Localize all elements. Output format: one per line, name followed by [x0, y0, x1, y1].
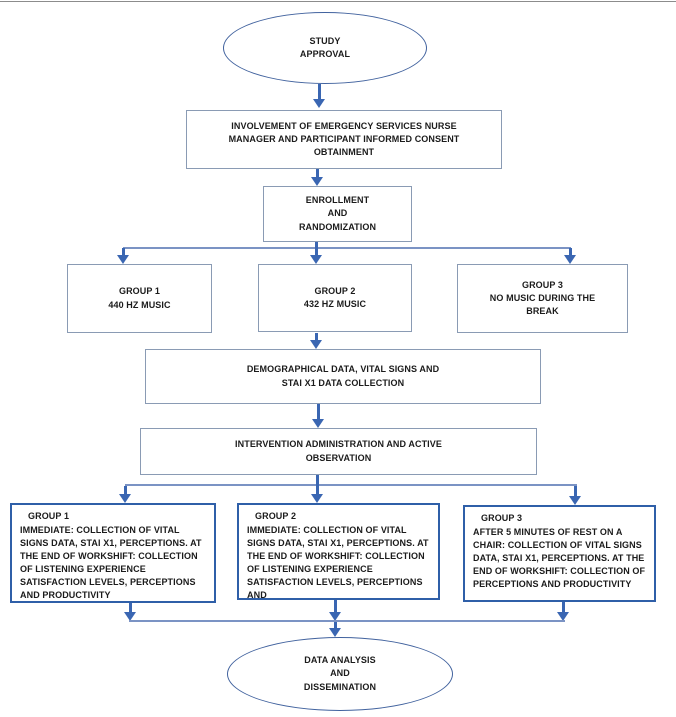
group2-outcomes-title: GROUP 2 [255, 511, 297, 521]
group2-outcomes-body: IMMEDIATE: COLLECTION OF VITAL SIGNS DAT… [247, 525, 429, 600]
arrow-collector-analysis-head [329, 628, 341, 637]
data-collection-box: DEMOGRAPHICAL DATA, VITAL SIGNS AND STAI… [145, 349, 541, 404]
branch-line-bottom [125, 484, 577, 486]
group3-outcomes-body: AFTER 5 MINUTES OF REST ON A CHAIR: COLL… [473, 527, 646, 589]
intervention-box: INTERVENTION ADMINISTRATION AND ACTIVE O… [140, 428, 537, 475]
arrow-intervention-group2out-stem [316, 475, 319, 495]
branch-line-top [123, 247, 571, 249]
arrow-branch-group1-head [117, 255, 129, 264]
arrow-datacollection-intervention-stem [317, 404, 320, 420]
arrow-collector-analysis-stem [334, 622, 337, 629]
arrow-group2out-collector-head [329, 612, 341, 621]
collector-line [129, 620, 565, 622]
arrow-datacollection-intervention-head [312, 419, 324, 428]
arrow-group2-datacollection-stem [315, 333, 318, 341]
study-approval-node: STUDY APPROVAL [223, 12, 427, 84]
group2-outcomes-box: GROUP 2 IMMEDIATE: COLLECTION OF VITAL S… [237, 503, 440, 600]
consent-box: INVOLVEMENT OF EMERGENCY SERVICES NURSE … [186, 110, 502, 169]
arrow-branch-group3-stem [569, 248, 572, 256]
arrow-intervention-group2out-head [311, 494, 323, 503]
group2-box: GROUP 2 432 HZ MUSIC [258, 264, 412, 332]
arrow-branch-group3-head [564, 255, 576, 264]
group1-box: GROUP 1 440 HZ MUSIC [67, 264, 212, 333]
arrow-branch-group1out-stem [124, 486, 127, 495]
arrow-enrollment-group2-stem [315, 242, 318, 256]
arrow-group2-datacollection-head [310, 340, 322, 349]
arrow-approval-consent-stem [318, 84, 321, 100]
page-top-rule [0, 1, 676, 2]
arrow-group2out-collector-stem [334, 600, 337, 613]
group1-outcomes-title: GROUP 1 [28, 511, 70, 521]
arrow-enrollment-group2-head [310, 255, 322, 264]
arrow-branch-group3out-head [569, 496, 581, 505]
arrow-approval-consent-head [313, 99, 325, 108]
group3-outcomes-box: GROUP 3 AFTER 5 MINUTES OF REST ON A CHA… [463, 505, 656, 602]
data-analysis-node: DATA ANALYSIS AND DISSEMINATION [227, 637, 453, 711]
arrow-consent-enrollment-stem [316, 169, 319, 178]
arrow-branch-group1out-head [119, 494, 131, 503]
group3-box: GROUP 3 NO MUSIC DURING THE BREAK [457, 264, 628, 333]
arrow-branch-group1-stem [122, 248, 125, 256]
group1-outcomes-box: GROUP 1 IMMEDIATE: COLLECTION OF VITAL S… [10, 503, 216, 603]
arrow-group1out-collector-stem [129, 603, 132, 613]
arrow-consent-enrollment-head [311, 177, 323, 186]
arrow-group1out-collector-head [124, 612, 136, 621]
group1-outcomes-body: IMMEDIATE: COLLECTION OF VITAL SIGNS DAT… [20, 525, 202, 600]
arrow-branch-group3out-stem [574, 486, 577, 497]
arrow-group3out-collector-head [557, 612, 569, 621]
enrollment-box: ENROLLMENT AND RANDOMIZATION [263, 186, 412, 242]
group3-outcomes-title: GROUP 3 [481, 513, 523, 523]
arrow-group3out-collector-stem [562, 602, 565, 613]
